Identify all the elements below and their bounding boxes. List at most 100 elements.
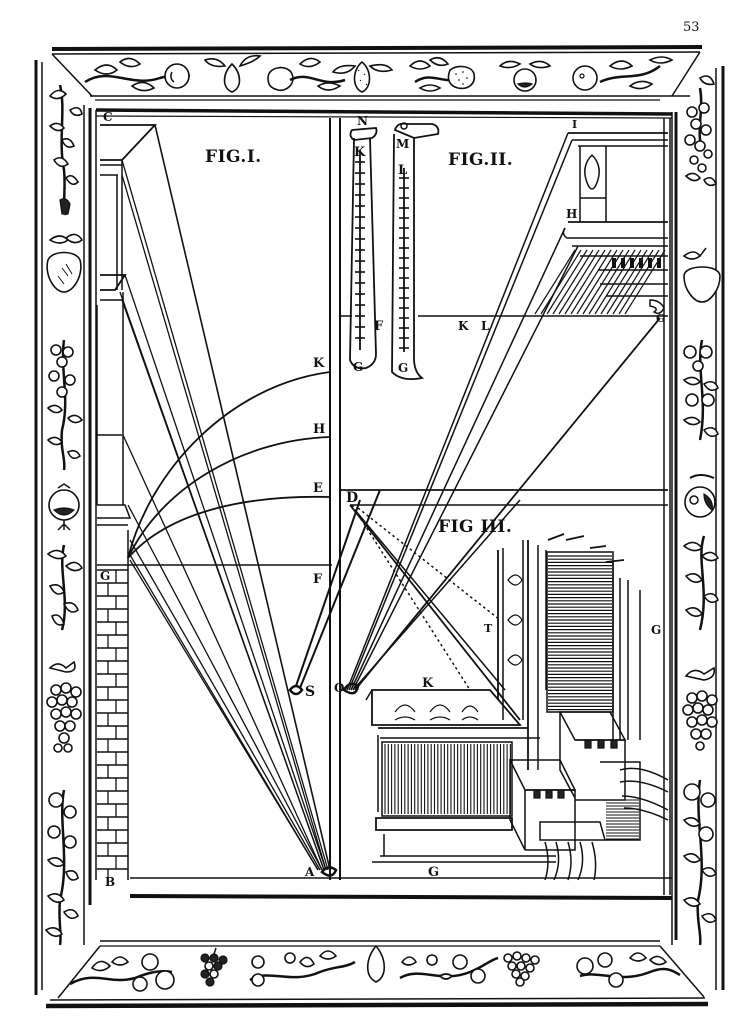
hatch-line (612, 249, 654, 315)
point-label-f2: F (374, 319, 384, 334)
point-label-i: I (572, 118, 577, 131)
hatch-line (540, 249, 582, 315)
fig-icon (366, 944, 386, 983)
pomegranate-icon (684, 474, 716, 518)
scroll-label-g: G (353, 360, 363, 374)
top-border-band (51, 45, 703, 101)
pomegranate-icon (48, 483, 80, 531)
page-number: 53 (683, 20, 700, 35)
stepped-pedestals (508, 711, 669, 881)
point-label-b: B (105, 875, 115, 889)
point-label-g3: G (428, 865, 439, 880)
figure-3-title: FIG III. (438, 517, 512, 537)
brick-wall (97, 569, 128, 882)
dotted-ray-1 (351, 504, 471, 691)
sight-lines (119, 124, 331, 871)
point-label-o: O (334, 681, 344, 695)
pear-icon (223, 62, 241, 93)
dentil (648, 258, 652, 268)
dentil (630, 258, 634, 268)
building-lower (96, 274, 132, 526)
hatch-line (582, 249, 624, 315)
hatch-line (594, 249, 636, 315)
grapes-icon (200, 947, 228, 987)
point-label-a: A (304, 865, 315, 879)
point-label-l2: L (481, 319, 490, 333)
drapery (619, 767, 669, 821)
top-border-motifs (84, 54, 674, 93)
apple-icon (683, 266, 721, 303)
figure-2: FIG.II. N K G M L G F K L (334, 114, 668, 695)
point-label-g: G (100, 569, 110, 583)
grapes-icon (46, 660, 82, 753)
building-upper (100, 124, 158, 290)
hatch-line (534, 249, 576, 315)
ray-d-k (349, 504, 521, 721)
drapery (544, 841, 597, 881)
hatch-line (618, 249, 660, 315)
gourd-icon (267, 66, 294, 92)
hatch-line (624, 249, 666, 315)
dentil (621, 258, 625, 268)
point-label-c: C (103, 110, 113, 124)
column-structure (497, 533, 641, 770)
figure-2-title: FIG.II. (448, 150, 513, 170)
strawberry-icon (46, 251, 82, 293)
point-label-e: E (313, 481, 323, 496)
left-border-band (34, 60, 92, 995)
ornamental-border (34, 45, 725, 1009)
dentil (639, 258, 643, 268)
scroll-label-l: L (398, 163, 407, 178)
left-border-motifs (44, 84, 84, 946)
hatch-line (570, 249, 612, 315)
point-label-s: S (305, 684, 315, 700)
point-label-f: F (313, 572, 323, 587)
right-border-motifs (682, 75, 721, 946)
point-label-t: T (484, 622, 493, 635)
eye-icon (342, 682, 360, 695)
hatch-line (546, 249, 588, 315)
point-label-g-right: G (651, 623, 661, 637)
fig-icon (353, 60, 371, 93)
grapes-icon (503, 951, 540, 987)
point-label-g2-cornice: G (656, 312, 665, 325)
scroll-label-m: M (396, 137, 409, 151)
vase-icon (584, 153, 600, 190)
right-border-band (671, 66, 725, 990)
figure-1-title: FIG.I. (205, 147, 262, 167)
grapes-icon (682, 666, 718, 751)
point-label-k2: K (458, 319, 469, 333)
balustrade-block (365, 689, 556, 863)
scroll-label-n: N (357, 114, 368, 128)
hatch-line (564, 249, 606, 315)
eye-icon (320, 866, 338, 877)
figure-3: D FIG III. T G (340, 489, 669, 881)
scroll-label-k: K (354, 145, 366, 160)
dentil (612, 258, 616, 268)
measuring-scroll-1 (349, 127, 378, 370)
strawberry-icon (447, 65, 476, 90)
apple-icon (572, 65, 598, 91)
figure-1: FIG.I. (96, 110, 381, 889)
point-label-d: D (346, 490, 358, 506)
quince-icon (513, 68, 537, 92)
dotted-ray-2 (357, 507, 501, 621)
hatch-line (588, 249, 630, 315)
point-label-k: K (313, 356, 325, 371)
bottom-border-motifs (69, 944, 681, 992)
hatch-line (606, 249, 648, 315)
point-label-k3: K (422, 676, 434, 691)
hatch-line (600, 249, 642, 315)
inner-frame (95, 108, 673, 900)
bottom-border-band (45, 940, 709, 1009)
hatch-line (576, 249, 618, 315)
apple-icon (164, 63, 190, 89)
measuring-scroll-2 (391, 122, 440, 381)
scroll-bracket-icon (649, 299, 665, 315)
cornice-building (346, 132, 668, 691)
point-label-h2: H (566, 207, 577, 221)
point-label-h: H (313, 422, 325, 437)
dentil (657, 258, 661, 268)
scroll-label-g2: G (398, 361, 408, 375)
